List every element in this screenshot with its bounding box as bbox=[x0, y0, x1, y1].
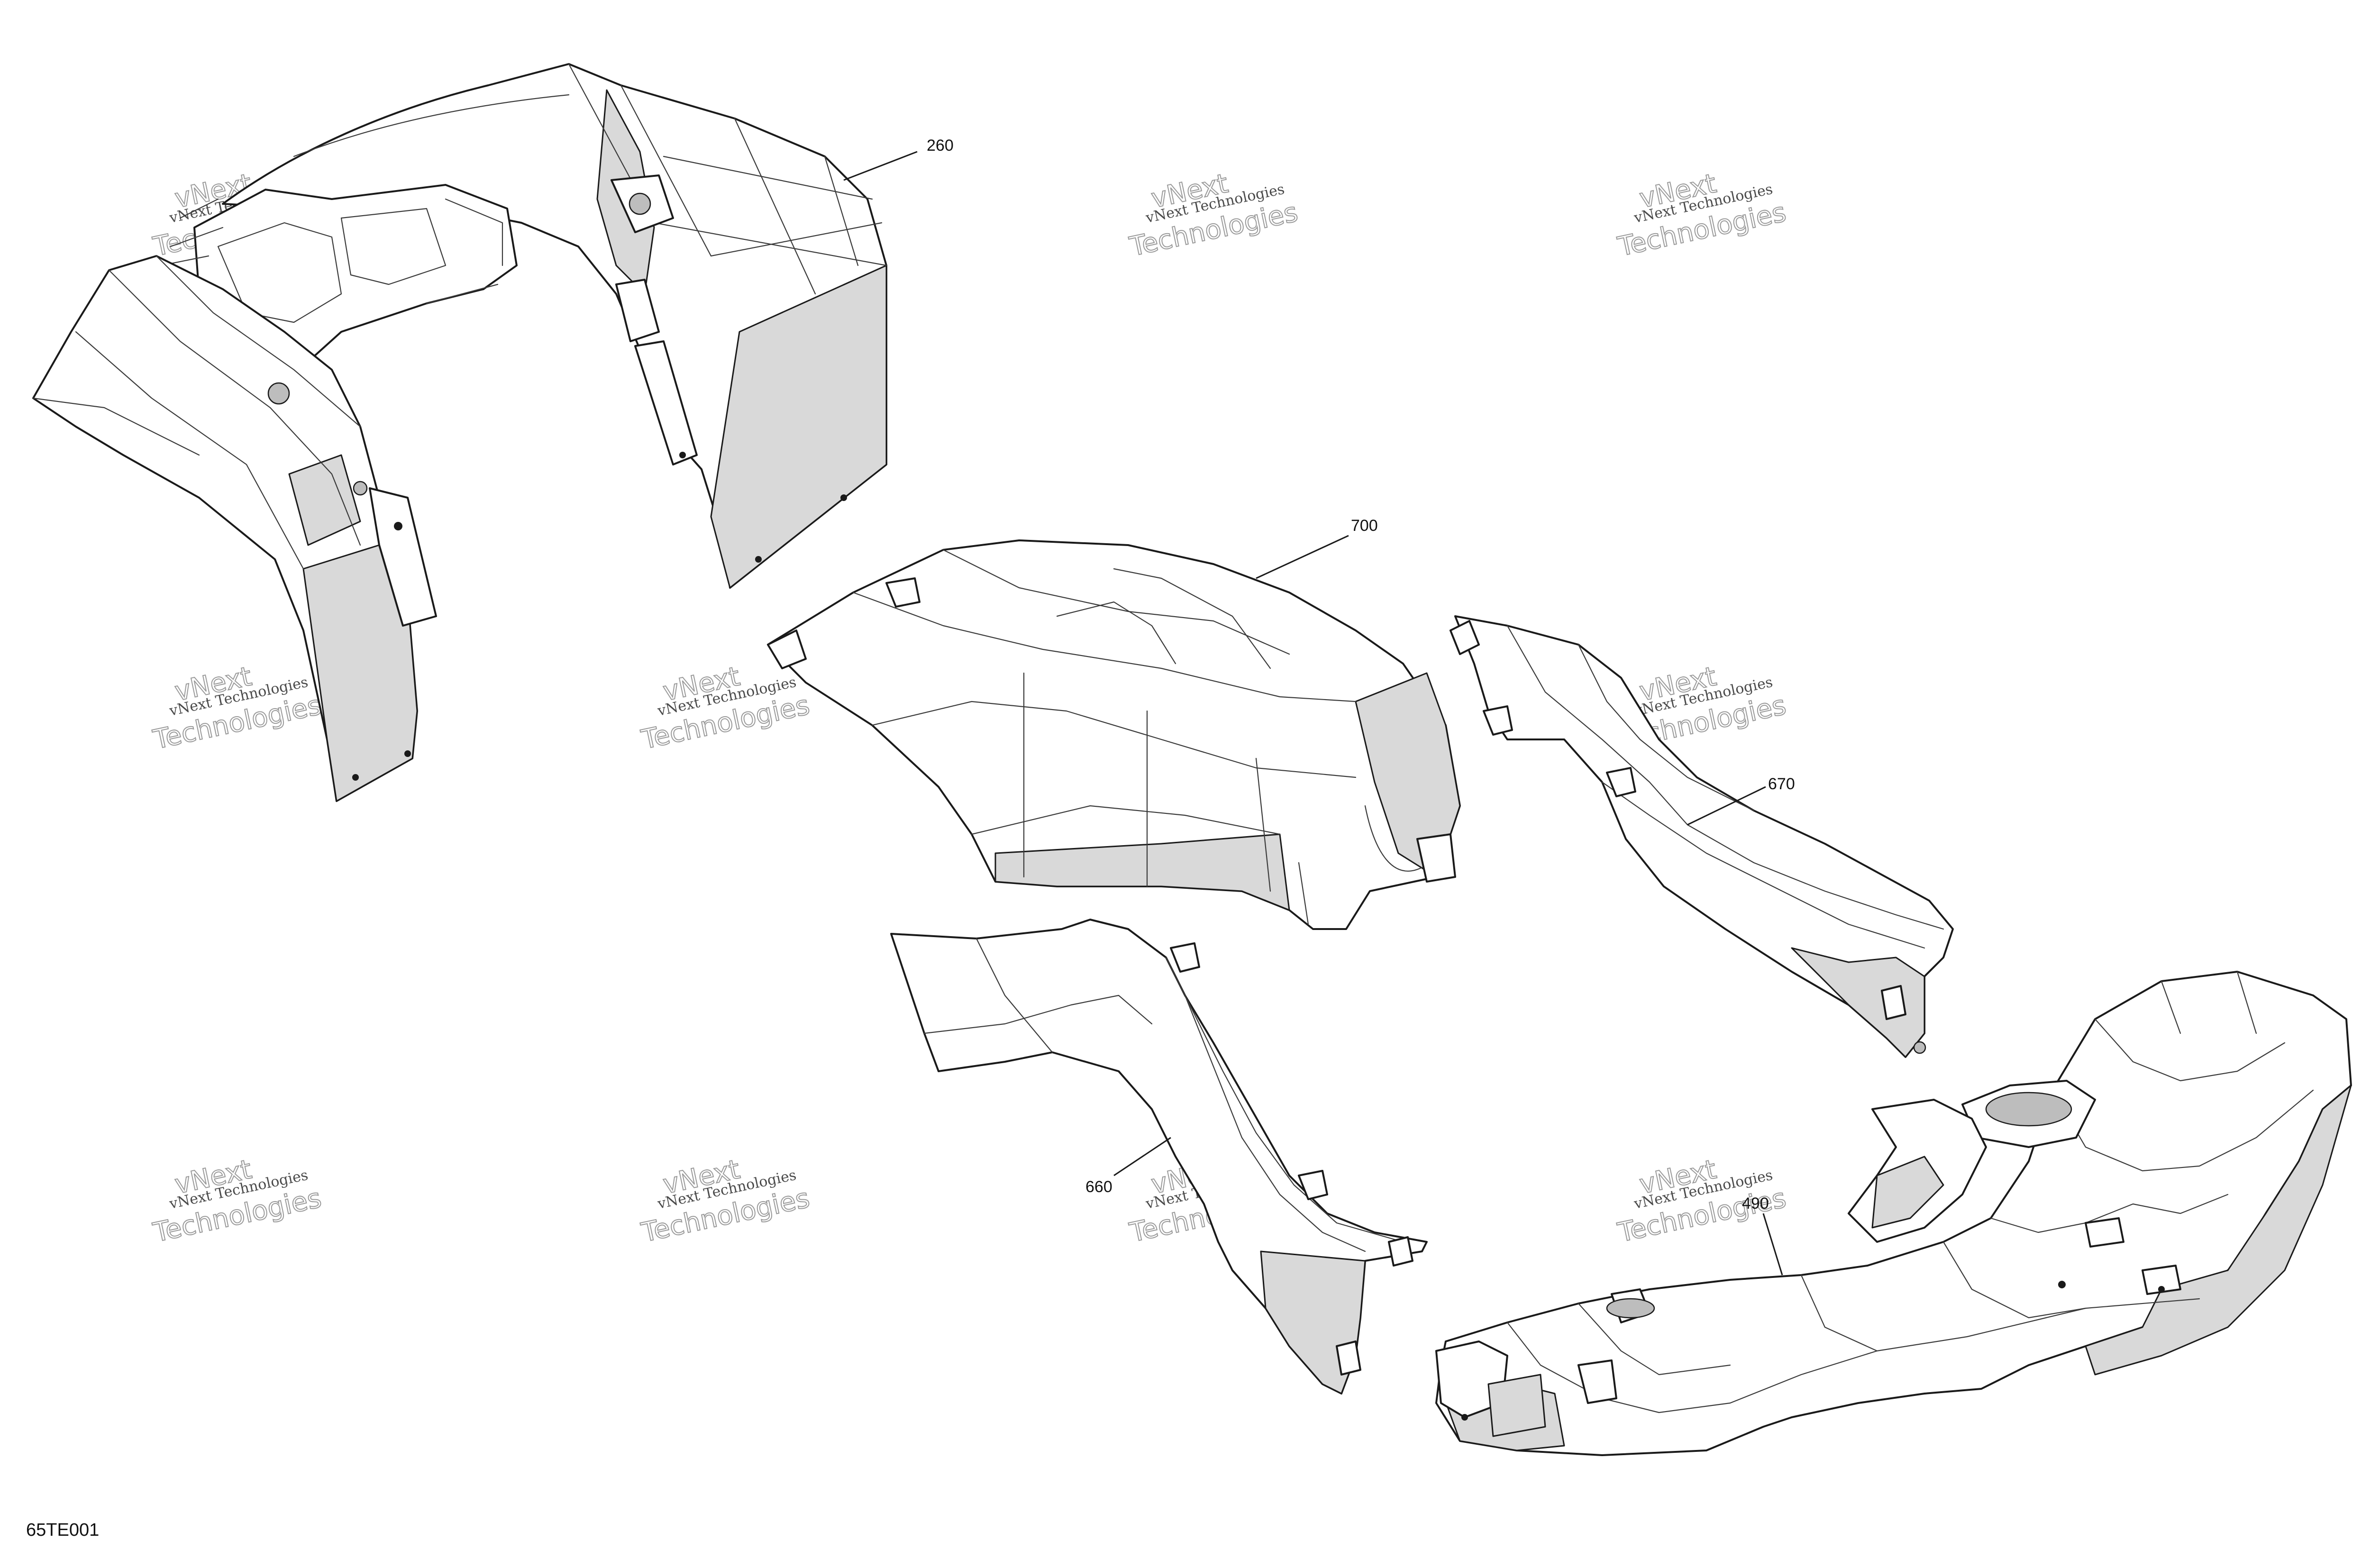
callout-700: 700 bbox=[1351, 517, 1378, 535]
callout-670: 670 bbox=[1768, 775, 1795, 793]
callout-260: 260 bbox=[927, 137, 954, 155]
part-700-center-cover bbox=[767, 539, 1461, 930]
callout-660: 660 bbox=[1085, 1178, 1112, 1196]
part-670-right-side-trim bbox=[1449, 615, 1954, 1058]
part-260-front-fascia bbox=[32, 63, 887, 802]
part-660-left-side-trim bbox=[890, 919, 1428, 1395]
callout-leaders bbox=[843, 151, 1783, 1276]
callout-490: 490 bbox=[1742, 1194, 1769, 1212]
callout-labels: 260 700 670 660 490 bbox=[927, 137, 1795, 1212]
drawing-reference-code: 65TE001 bbox=[26, 1520, 99, 1540]
part-490-rear-body bbox=[1435, 971, 2352, 1456]
